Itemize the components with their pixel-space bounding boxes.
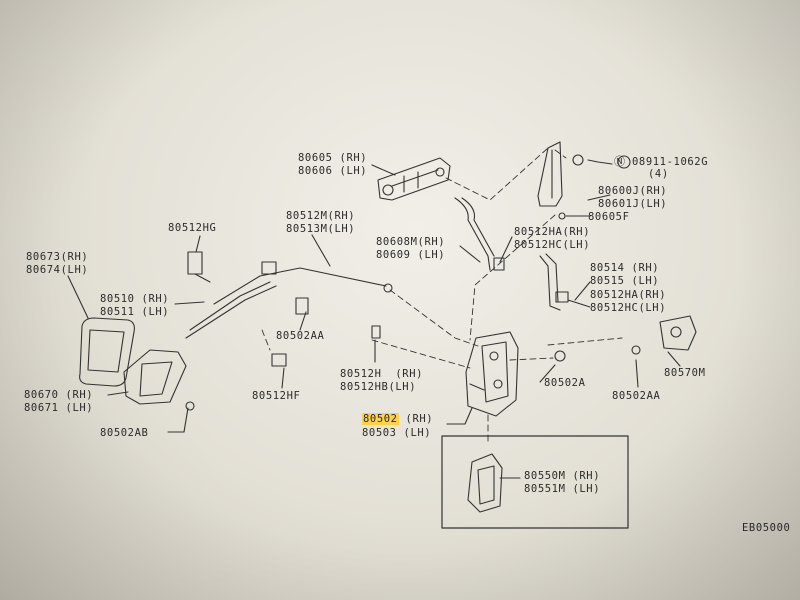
assembly-dashed-lines <box>261 147 623 446</box>
outside-door-handle <box>377 157 451 201</box>
rod-clips <box>187 251 569 367</box>
label-eb05000: EB05000 <box>742 522 791 534</box>
bolt-symbol <box>617 155 631 169</box>
label-80605f: 80605F <box>588 211 630 223</box>
label-80609-lh: 80609 (LH) <box>376 249 446 261</box>
label-80512ha-rh: 80512HA(RH) <box>514 226 591 238</box>
label-80511-lh: 80511 (LH) <box>100 306 170 318</box>
latch-inset <box>441 435 629 529</box>
label-80503-lh: 80503 (LH) <box>362 427 432 439</box>
label-bolt-qty: (4) <box>648 168 669 180</box>
label-80514-rh: 80514 (RH) <box>590 262 660 274</box>
label-80513m-lh: 80513M(LH) <box>286 223 356 235</box>
label-80671-lh: 80671 (LH) <box>24 402 94 414</box>
label-80674-lh: 80674(LH) <box>26 264 89 276</box>
label-80502a: 80502A <box>544 377 586 389</box>
label-80600j-rh: 80600J(RH) <box>598 185 668 197</box>
label-80550m-rh: 80550M (RH) <box>524 470 601 482</box>
label-80601j-lh: 80601J(LH) <box>598 198 668 210</box>
door-lock-assembly <box>465 331 519 417</box>
control-rods <box>185 197 561 339</box>
lock-actuator <box>631 315 697 355</box>
label-80512hg: 80512HG <box>168 222 217 234</box>
bolt-symbol-n: Ⓝ <box>614 155 626 168</box>
label-80502aa-right: 80502AA <box>612 390 661 402</box>
label-80512m-rh: 80512M(RH) <box>286 210 356 222</box>
label-80515-lh: 80515 (LH) <box>590 275 660 287</box>
label-80502ab: 80502AB <box>100 427 149 439</box>
label-80512hc-lh: 80512HC(LH) <box>514 239 591 251</box>
label-80512hb-lh: 80512HB(LH) <box>340 381 417 393</box>
leader-lines <box>67 159 681 479</box>
label-80512h-rh: 80512H (RH) <box>340 368 424 380</box>
label-80512ha-rh-2: 80512HA(RH) <box>590 289 667 301</box>
label-80512hf: 80512HF <box>252 390 301 402</box>
label-80606-lh: 80606 (LH) <box>298 165 368 177</box>
label-80673-rh: 80673(RH) <box>26 251 89 263</box>
label-80512hc-lh-2: 80512HC(LH) <box>590 302 667 314</box>
label-80502-rh: 80502 (RH) <box>362 413 433 425</box>
label-80608m-rh: 80608M(RH) <box>376 236 446 248</box>
label-80605-rh: 80605 (RH) <box>298 152 368 164</box>
label-80502aa: 80502AA <box>276 330 325 342</box>
screw-80502a <box>554 350 566 362</box>
label-80570m: 80570M <box>664 367 706 379</box>
inside-handle-escutcheon <box>79 317 135 387</box>
label-80551m-lh: 80551M (LH) <box>524 483 601 495</box>
highlighted-part-number: 80502 <box>362 413 399 425</box>
label-80670-rh: 80670 (RH) <box>24 389 94 401</box>
label-80502-suffix: (RH) <box>398 413 434 425</box>
outside-handle-bracket <box>537 141 584 220</box>
label-80510-rh: 80510 (RH) <box>100 293 170 305</box>
label-08911-1062g: 08911-1062G <box>632 156 709 168</box>
inside-door-handle <box>123 349 195 411</box>
